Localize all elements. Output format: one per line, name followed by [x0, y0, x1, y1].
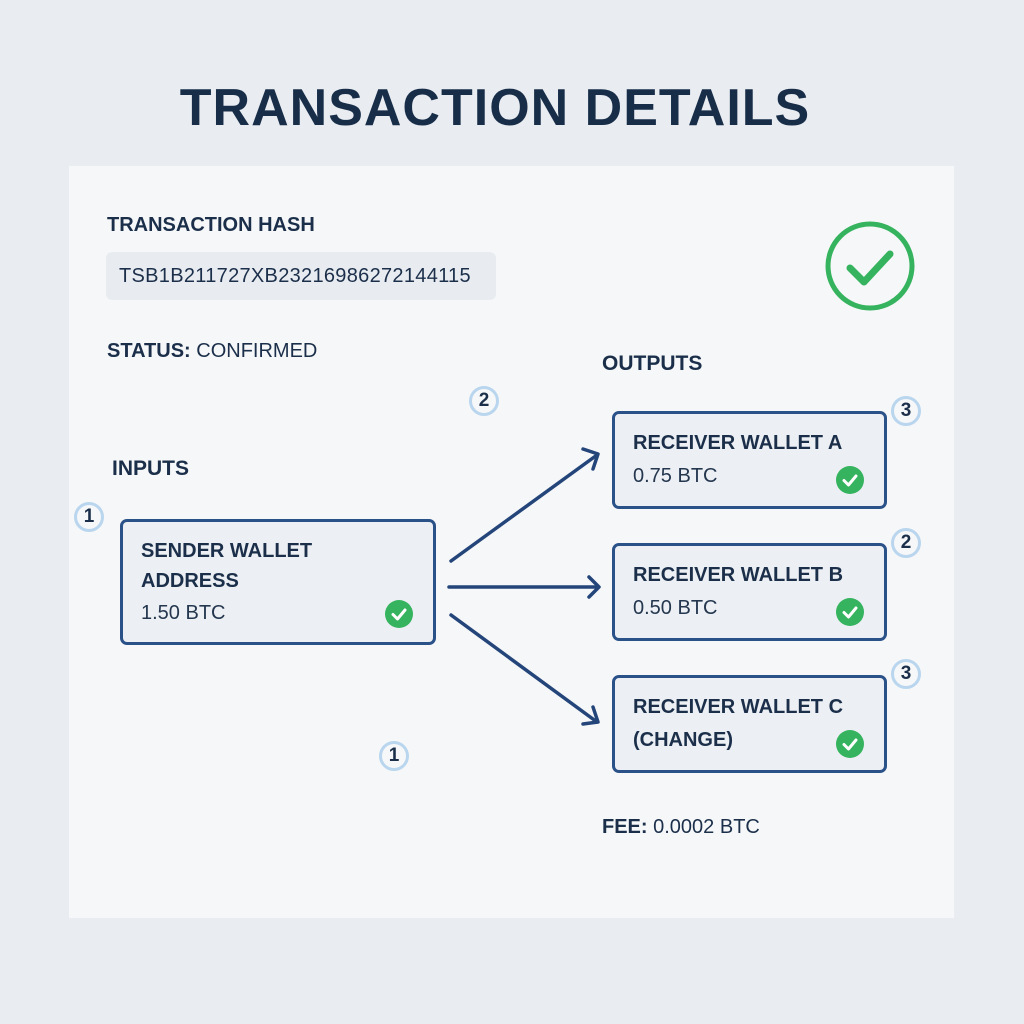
transaction-panel: TRANSACTION HASH TSB1B211727XB2321698627… — [69, 166, 954, 918]
receiver-wallet-a-card[interactable]: RECEIVER WALLET A 0.75 BTC — [612, 411, 887, 509]
page-title: TRANSACTION DETAILS — [179, 79, 811, 137]
step-badge: 1 — [74, 502, 104, 532]
check-circle-icon — [825, 221, 915, 311]
verified-check-icon — [385, 600, 413, 628]
receiver-wallet-name: RECEIVER WALLET B — [633, 564, 844, 586]
receiver-wallet-amount: 0.50 BTC — [633, 597, 718, 619]
receiver-wallet-change-tag: (CHANGE) — [633, 729, 733, 751]
step-badge-floating: 2 — [469, 386, 499, 416]
flow-arrows — [447, 447, 601, 726]
inputs-label: INPUTS — [112, 457, 190, 480]
verified-check-icon — [836, 598, 864, 626]
verified-check-icon — [836, 466, 864, 494]
receiver-wallet-name: RECEIVER WALLET A — [633, 432, 843, 454]
receiver-wallet-b-card[interactable]: RECEIVER WALLET B 0.50 BTC — [612, 543, 887, 641]
step-badge: 3 — [891, 659, 921, 689]
step-badge: 2 — [891, 528, 921, 558]
receiver-wallet-name: RECEIVER WALLET C — [633, 696, 844, 718]
fee-value: 0.0002 BTC — [653, 816, 760, 838]
hash-label: TRANSACTION HASH — [107, 214, 315, 236]
step-badge-floating: 1 — [379, 741, 409, 771]
sender-wallet-amount: 1.50 BTC — [141, 602, 226, 624]
fee-label: FEE: — [602, 816, 648, 838]
sender-wallet-name-line2: ADDRESS — [141, 570, 239, 592]
receiver-wallet-amount: 0.75 BTC — [633, 465, 718, 487]
hash-value[interactable]: TSB1B211727XB23216986272144115 — [106, 252, 496, 300]
status-value: CONFIRMED — [196, 340, 318, 362]
status-label: STATUS: — [107, 340, 191, 362]
sender-wallet-name: SENDER WALLET — [141, 540, 313, 562]
receiver-wallet-c-card[interactable]: RECEIVER WALLET C (CHANGE) — [612, 675, 887, 773]
outputs-label: OUTPUTS — [602, 352, 703, 375]
verified-check-icon — [836, 730, 864, 758]
status-row: STATUS: CONFIRMED — [107, 340, 317, 363]
step-badge: 3 — [891, 396, 921, 426]
fee-row: FEE: 0.0002 BTC — [602, 816, 760, 839]
sender-wallet-card[interactable]: SENDER WALLET ADDRESS 1.50 BTC — [120, 519, 436, 645]
